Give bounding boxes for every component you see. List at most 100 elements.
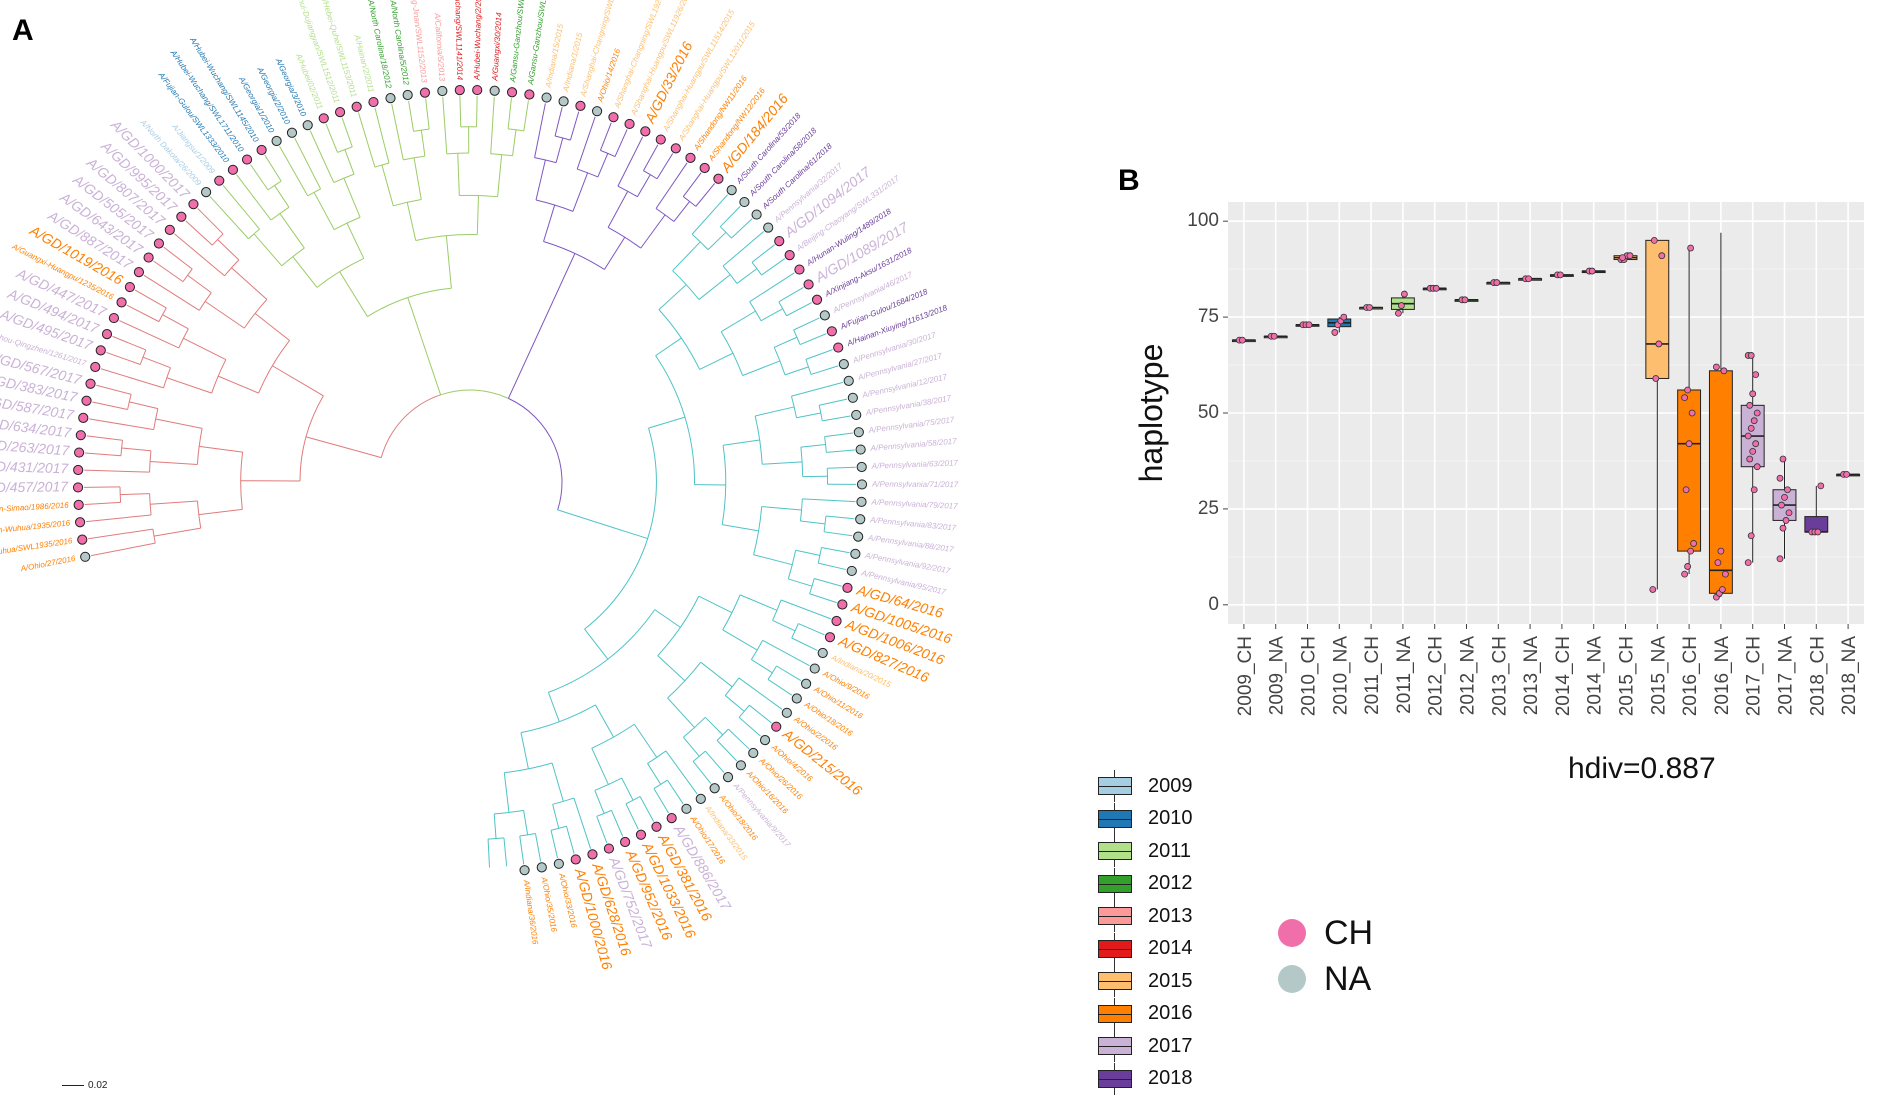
tree-branch: [796, 412, 821, 419]
tree-branch: [408, 100, 415, 132]
tree-arc: [750, 640, 764, 660]
panel-a-label: A: [12, 14, 34, 47]
tree-arc: [163, 367, 171, 389]
tree-branch: [738, 717, 761, 737]
tree-branch: [279, 145, 309, 197]
tree-arc: [594, 777, 622, 791]
tree-branch: [707, 231, 727, 250]
box-2014_CH: [1549, 271, 1574, 279]
phylogenetic-tree: A/Ohio/27/2016A/Yunnan-Wuhua/SWL1935/201…: [0, 0, 959, 972]
box-2014_NA: [1581, 267, 1606, 275]
tree-branch: [809, 593, 837, 604]
x-tick-label: 2010_NA: [1330, 636, 1351, 716]
data-point: [1270, 332, 1278, 340]
tree-arc: [683, 716, 706, 738]
x-tick-label: 2012_CH: [1426, 636, 1447, 716]
tip-dot: [95, 345, 106, 356]
legend-key-2011: [1096, 835, 1134, 868]
tree-branch: [155, 418, 203, 429]
box-2010_CH: [1295, 321, 1320, 329]
tree-arc: [337, 146, 353, 153]
tree-arc: [413, 128, 430, 132]
box-2016_NA: [1708, 232, 1733, 601]
tip-dot: [856, 461, 867, 473]
tip-dot: [241, 154, 253, 165]
data-point: [1744, 559, 1752, 567]
tree-branch: [672, 241, 701, 272]
data-point: [1779, 524, 1787, 532]
box-2012_NA: [1454, 296, 1479, 304]
tree-branch: [762, 461, 803, 465]
tree-branch: [749, 272, 795, 303]
box-body: [1708, 370, 1733, 594]
tree-branch: [692, 761, 712, 784]
tree-branch: [658, 284, 687, 310]
tree-branch: [129, 401, 159, 410]
tree-arc: [127, 394, 132, 410]
tip-label: A/Ohio/35/2016: [539, 875, 558, 933]
data-point: [1747, 424, 1755, 432]
tree-branch: [821, 547, 850, 554]
tree-branch: [344, 149, 355, 175]
tip-dot: [847, 392, 858, 403]
tip-label: A/GD/457/2017: [0, 478, 69, 495]
region-legend-item-NA: NA: [1278, 956, 1373, 1002]
tip-dot: [817, 647, 828, 659]
tip-dot: [334, 107, 346, 118]
tree-branch: [639, 796, 655, 822]
tree-branch: [798, 623, 825, 636]
tip-dot: [506, 87, 518, 98]
tree-arc: [158, 307, 167, 322]
tree-branch: [778, 287, 804, 303]
hdiv-label: hdiv=0.887: [1568, 752, 1716, 785]
tip-label: A/Indiana/33/2015: [703, 803, 749, 862]
data-point: [1681, 570, 1688, 578]
tree-branch: [655, 162, 688, 209]
tip-dot: [791, 693, 802, 704]
legend-item-2016: 2016: [1096, 997, 1193, 1031]
tree-arc: [720, 331, 744, 376]
box-2011_NA: [1390, 290, 1415, 317]
tree-branch: [445, 235, 452, 289]
tree-branch: [85, 514, 152, 523]
tip-label: A/Gansu-Ganzhou/SWL53/2012: [508, 0, 529, 84]
tree-arc: [153, 408, 159, 430]
tree-branch: [84, 469, 150, 473]
tree-branch: [822, 415, 851, 422]
data-point: [1776, 555, 1784, 563]
tree-arc: [692, 750, 706, 762]
tree-branch: [503, 837, 508, 867]
tree-branch: [236, 174, 272, 221]
data-point: [1238, 336, 1246, 344]
tree-branch: [85, 452, 122, 457]
tree-branch: [738, 677, 783, 710]
box-2009_CH: [1231, 336, 1256, 344]
tip-dot: [73, 499, 84, 510]
data-point: [1305, 321, 1313, 329]
tree-branch: [512, 129, 517, 156]
tree-arc: [824, 436, 827, 453]
x-tick-label: 2018_NA: [1839, 636, 1860, 716]
y-tick-label: 50: [1198, 402, 1219, 423]
panel-b-label: B: [1118, 164, 1140, 197]
tree-branch: [89, 418, 154, 431]
tree-branch: [780, 599, 832, 620]
box-2018_CH: [1804, 482, 1829, 536]
legend-key-2013: [1096, 900, 1134, 933]
tree-branch: [112, 335, 147, 351]
legend-swatch: [1098, 809, 1132, 828]
tree-arc: [655, 208, 675, 222]
tree-branch: [772, 620, 796, 632]
tree-branch: [584, 628, 609, 660]
tree-branch: [413, 157, 422, 200]
tree-branch: [142, 356, 171, 369]
x-tick-label: 2012_NA: [1458, 636, 1479, 716]
tree-branch: [153, 260, 184, 283]
tip-dot: [164, 224, 175, 235]
data-point: [1650, 236, 1658, 244]
data-point: [1750, 417, 1758, 425]
tip-dot: [74, 447, 85, 458]
tree-branch: [594, 790, 605, 814]
tree-branch: [720, 310, 756, 333]
